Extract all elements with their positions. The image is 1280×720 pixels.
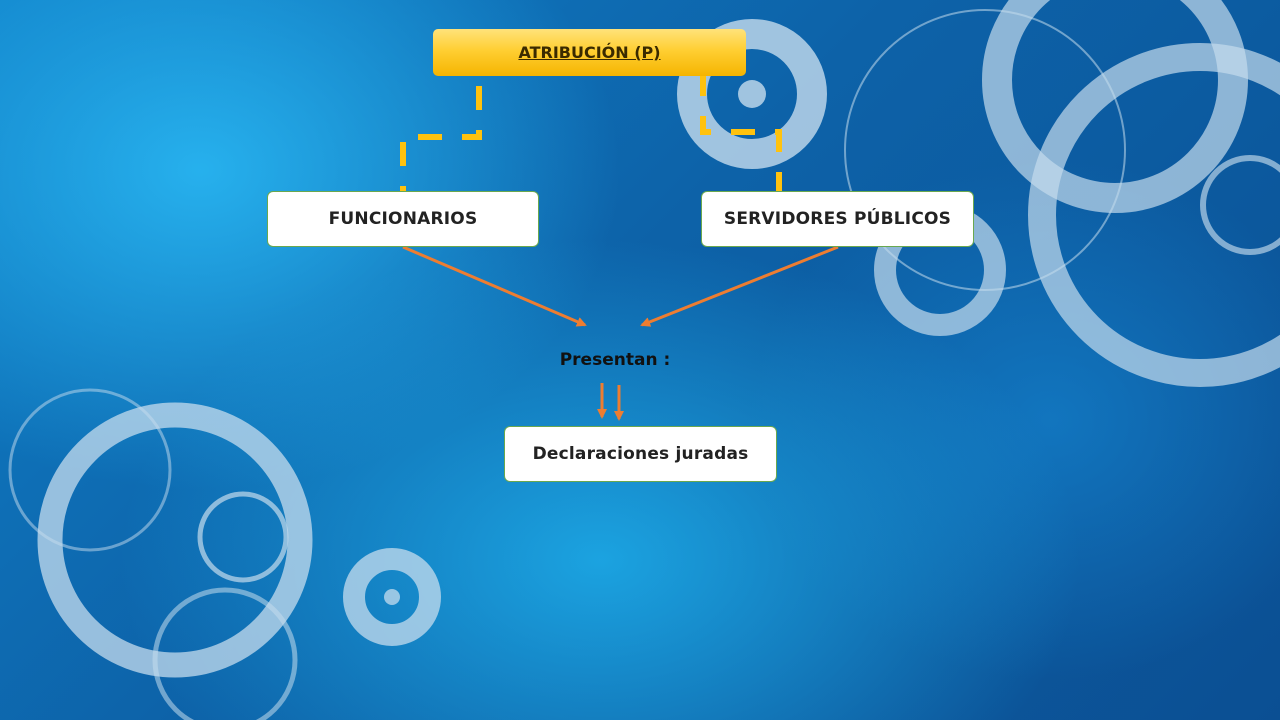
arrow-servidores-to-presentan <box>640 245 839 327</box>
dashed-connector-left <box>400 86 482 191</box>
arrow-funcionarios-to-presentan <box>402 245 587 327</box>
node-servidores-publicos: SERVIDORES PÚBLICOS <box>701 191 974 247</box>
node-funcionarios: FUNCIONARIOS <box>267 191 539 247</box>
node-servidores-label: SERVIDORES PÚBLICOS <box>723 209 952 229</box>
title-label: ATRIBUCIÓN (P) <box>518 43 661 62</box>
node-declaraciones-label: Declaraciones juradas <box>532 444 749 464</box>
title-box-atribucion: ATRIBUCIÓN (P) <box>433 29 746 76</box>
presentan-label: Presentan : <box>559 350 671 370</box>
node-funcionarios-label: FUNCIONARIOS <box>328 209 478 229</box>
node-declaraciones-juradas: Declaraciones juradas <box>504 426 777 482</box>
dashed-connector-right <box>700 72 782 191</box>
